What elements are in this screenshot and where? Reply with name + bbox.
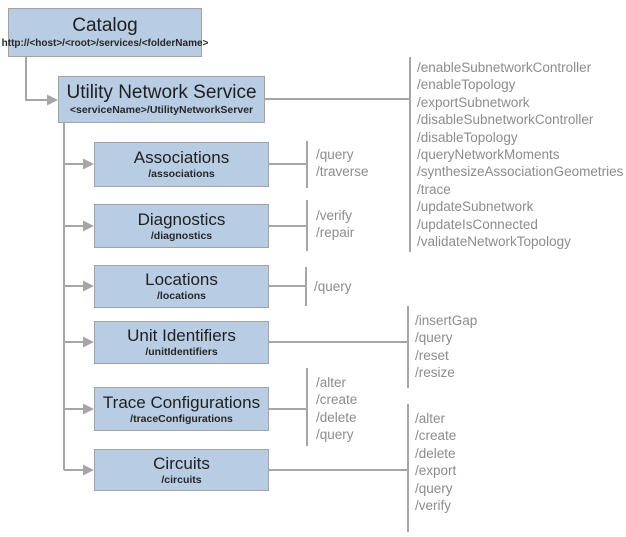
resource-title: Diagnostics (137, 209, 226, 229)
operation-label: /enableSubnetworkController (417, 60, 592, 75)
resource-path: /associations (148, 168, 215, 181)
operation-label: /create (316, 392, 358, 408)
circuits-operations-list: /alter /create /delete /export /query /v… (415, 410, 456, 514)
operation-label: /enableTopology (417, 77, 516, 93)
operation-label: /export (415, 463, 457, 479)
node-catalog: Catalog http://<host>/<root>/services/<f… (2, 8, 208, 57)
operation-label: /updateIsConnected (417, 216, 538, 232)
node-associations: Associations /associations (94, 142, 269, 187)
operation-label: /resize (415, 365, 455, 381)
operation-label: /synthesizeAssociationGeometries (417, 164, 624, 180)
resource-title: Circuits (153, 453, 210, 473)
node-diagnostics: Diagnostics /diagnostics (94, 204, 269, 248)
operation-label: /disableTopology (417, 129, 518, 145)
operation-label: /queryNetworkMoments (417, 146, 560, 162)
node-trace-configurations: Trace Configurations /traceConfiguration… (94, 387, 269, 431)
operation-label: /repair (316, 225, 355, 241)
operation-label: /updateSubnetwork (417, 199, 534, 215)
operation-label: /delete (415, 445, 456, 461)
resource-title: Trace Configurations (102, 392, 261, 412)
resource-path: /unitIdentifiers (145, 346, 218, 359)
operation-label: /trace (417, 181, 451, 197)
service-path: <serviceName>/UtilityNetworkServer (69, 104, 254, 117)
operation-label: /disableSubnetworkController (417, 112, 594, 128)
operation-label: /traverse (316, 164, 369, 180)
resource-path: /locations (156, 290, 206, 303)
node-unit-identifiers: Unit Identifiers /unitIdentifiers (94, 321, 269, 364)
operation-label: /alter (316, 375, 347, 390)
operation-label: /verify (316, 208, 353, 223)
unit-identifiers-operations-list: /insertGap /query /reset /resize (415, 312, 477, 382)
operation-label: /query (415, 330, 453, 346)
catalog-title: Catalog (72, 15, 138, 37)
arrowhead-icons (47, 94, 94, 476)
operation-label: /exportSubnetwork (417, 94, 530, 110)
service-operations-list: /enableSubnetworkController /enableTopol… (417, 59, 623, 250)
operation-label: /alter (415, 411, 446, 426)
service-title: Utility Network Service (66, 82, 257, 104)
node-utility-network-service: Utility Network Service <serviceName>/Ut… (58, 76, 265, 123)
diagnostics-operations-list: /verify /repair (316, 207, 354, 242)
operation-label: /verify (415, 497, 452, 513)
locations-operations-list: /query (314, 278, 352, 295)
resource-title: Unit Identifiers (127, 326, 236, 346)
operation-label: /query (415, 480, 453, 496)
operation-label: /delete (316, 409, 357, 425)
operation-label: /query (314, 279, 352, 294)
operation-label: /reset (415, 347, 449, 363)
catalog-url: http://<host>/<root>/services/<folderNam… (1, 37, 209, 49)
resource-title: Locations (145, 270, 218, 290)
associations-operations-list: /query /traverse (316, 146, 369, 181)
operation-label: /validateNetworkTopology (417, 233, 571, 249)
node-circuits: Circuits /circuits (94, 449, 269, 491)
resource-title: Associations (133, 148, 230, 168)
resource-path: /diagnostics (150, 229, 213, 242)
operation-label: /insertGap (415, 313, 478, 328)
trace-configurations-operations-list: /alter /create /delete /query (316, 374, 357, 444)
resource-path: /traceConfigurations (130, 412, 233, 425)
operation-label: /query (316, 427, 354, 443)
operation-label: /create (415, 428, 457, 444)
operation-label: /query (316, 147, 354, 162)
node-locations: Locations /locations (94, 265, 269, 308)
resource-path: /circuits (161, 473, 202, 486)
